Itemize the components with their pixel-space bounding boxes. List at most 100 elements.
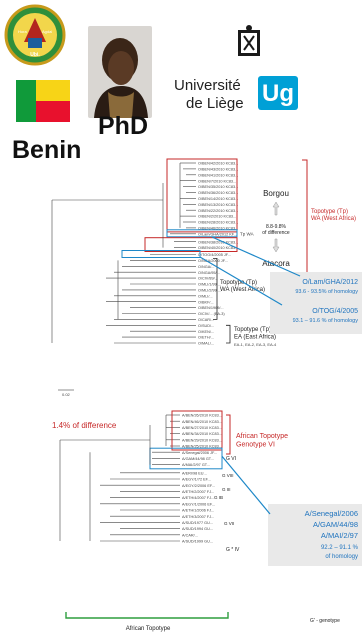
- seal-left-word: Hora: [18, 29, 27, 34]
- tree2-callout-line2: A/GAM/44/98: [313, 520, 358, 529]
- tree1-wa-left-bracket: [213, 258, 218, 320]
- tree1-leaf-rest: O/MLI/1/99 ...: [198, 283, 221, 287]
- tree2-leaf-rest: A/ERI/98 EU...: [182, 471, 207, 475]
- university-monogram: Ug: [262, 80, 294, 107]
- tree1-leaf-top: O/BEN/2/2010 KC83...: [198, 215, 236, 219]
- tree2-leaf-top: A/BEN/29/2010 KC83...: [182, 438, 222, 442]
- tree1-callout-line3: O/TOG/4/2005: [312, 308, 358, 315]
- university-seal-logo: Ubi. Hora Agdal: [4, 4, 66, 66]
- tree1-ea-sub: EA-1, EA-2, EA-3, EA-4: [234, 342, 277, 347]
- tree1-leaf-top: O/BEN/41/2010 KC83...: [198, 173, 238, 177]
- tree1-leaf-rest: O/BEN/1969/...: [198, 306, 224, 310]
- tree1-leaf-rest: O/NGA/95/...: [198, 271, 220, 275]
- tree1-down-arrow: [272, 238, 280, 253]
- tree2-leaf-top: A/BEN/46/2010 KC83...: [182, 420, 222, 424]
- tree1-leaf-top: O/BEN/35/2010 KC83...: [198, 185, 238, 189]
- tree1-callout-line4: 93.1 – 91.6 % of homology: [293, 318, 359, 324]
- tree1-callout-pointer-1: [211, 236, 301, 277]
- tree1-ghana-box: [166, 229, 238, 238]
- tree1-leaf-atacora: O/BEN/38/2010 KC83...: [198, 240, 238, 244]
- tree2-g-vi: G VI: [226, 456, 236, 462]
- tree2-leaf-rest: A/ETH/1/2006 FJ...: [182, 509, 214, 513]
- tree1-topotype-ea-label: Topotype (Tp)EA (East Africa): [234, 327, 276, 340]
- tree1-leaf-rest: O/BKF/...: [198, 300, 214, 304]
- tree2-callout-pointer: [221, 455, 271, 515]
- tree2-leaf-top: A/BEN/25/2010 KC83...: [182, 445, 222, 449]
- tree1-leaf-rest: O/CAR/...: [198, 318, 214, 322]
- tree2-g-iv: G * IV: [226, 547, 240, 553]
- tree-lineage-ii: O/BEN/42/2010 KC83... O/BEN/43/2010 KC83.…: [51, 158, 362, 397]
- tree2-callout-line1: A/Senegal/2006: [305, 509, 358, 518]
- tree1-leaf-atacora: O/BEN/40/2010 KC83...: [198, 246, 238, 250]
- tree1-leaf-rest: O/NGA/2000 JF...: [198, 259, 228, 263]
- tree2-leaf-senegal: A/Senegal/2006 JF...: [182, 451, 217, 455]
- tree1-leaf-rest: O/CIV/89/...: [198, 277, 218, 281]
- tree1-atacora-box: [144, 237, 238, 252]
- tree2-leaf-rest: A/ETH/4/2007 FJ...: [182, 496, 214, 500]
- tree1-leaf-top: O/BEN/7/2010 KC83...: [198, 179, 236, 183]
- tree2-leaf-top: A/BEN/34/2010 KC83...: [182, 432, 222, 436]
- tree1-leaf-rest: O/MAL/...: [198, 342, 214, 346]
- tree2-leaf-rest: A/EGY/2/2006 EF...: [182, 484, 215, 488]
- tree1-borgou-box: [166, 158, 238, 233]
- tree2-bottom-label: African Topotype: [126, 626, 171, 632]
- tree2-g-viii: G VIII: [222, 473, 234, 478]
- tree2-genotype-note: G' - genotype: [310, 618, 340, 624]
- benin-flag: [16, 80, 70, 122]
- tree2-callout-box: [268, 504, 362, 566]
- university-name-line2: de Liège: [186, 95, 244, 112]
- tree1-callout-line1: O/Lam/GHA/2012: [302, 279, 358, 286]
- tree1-difference-label: 8.8-9.8%of difference: [262, 224, 290, 236]
- tree1-leaf-rest: O/CIV/... (EA-3): [198, 312, 225, 316]
- tree2-leaf-senegal: A/MAI/2/97 GT...: [182, 463, 210, 467]
- tree1-togo-box: [121, 250, 201, 258]
- tree2-g-ib: G IB: [214, 495, 223, 500]
- tree2-leaf-top: A/BEN/27/2010 KC83...: [182, 426, 222, 430]
- tree1-callout-pointer-2: [199, 256, 283, 306]
- tree1-callout-line2: 93.6 - 93.5% of homology: [295, 289, 358, 295]
- tree2-leaf-senegal: A/GAM/44/98 GT...: [182, 457, 214, 461]
- tree1-leaf-top: O/BEN/46/2010 KC83...: [198, 227, 238, 231]
- tree2-leaf-rest: A/ETH/2/2007 FJ...: [182, 490, 214, 494]
- tree1-leaf-top: O/BEN/28/2010 KC83...: [198, 221, 238, 225]
- tree1-wa-red-bracket: [302, 159, 308, 277]
- seal-motto: Ubi.: [30, 52, 40, 58]
- tree2-leaf-top: A/BEN/26/2010 KC83...: [182, 414, 222, 418]
- tree1-leaf-top: O/BEN/43/2010 KC83...: [198, 168, 238, 172]
- tree1-leaf-rest: O/MLI/...: [198, 294, 213, 298]
- tree2-leaf-rest: A/SUD/1999 GU...: [182, 540, 213, 544]
- seal-right-word: Agdal: [42, 29, 52, 34]
- tree1-ea-bracket: [226, 324, 231, 344]
- tree2-g-iii: G III: [222, 487, 231, 492]
- tree1-borgou-label: Borgou: [263, 189, 289, 198]
- tree2-african-topotype-bracket: [65, 612, 229, 619]
- tree1-leaf-rest: O/MLI/2/99 ...: [198, 289, 221, 293]
- tree1-tp-wa-short: Tp WA: [240, 231, 254, 236]
- tree2-callout-line4: 92.2 – 91.1 %: [321, 545, 359, 551]
- tree2-leaf-rest: A/EGY/1/72 EF...: [182, 478, 211, 482]
- tree1-leaf-top: O/BEN/42/2010 KC83...: [198, 162, 238, 166]
- degree-label: PhD: [98, 112, 148, 140]
- tree1-callout-box: [270, 272, 362, 334]
- tree1-leaf-top: O/BEN/36/2010 KC83...: [198, 191, 238, 195]
- tree2-difference-label: 1.4% of difference: [52, 421, 117, 430]
- tree1-leaf-top: O/BEN/14/2010 KC83...: [198, 197, 238, 201]
- tree2-leaf-rest: A/SUD/1994 GU...: [182, 527, 213, 531]
- tree2-callout-line5: of homology: [325, 554, 358, 560]
- tree2-callout-line3: A/MAI/2/97: [321, 531, 358, 540]
- tree1-topotype-wa-label: Topotype (Tp)WA (West Africa): [311, 209, 356, 222]
- tree1-leaf-rest: O/KEN/...: [198, 330, 214, 334]
- tree2-red-bracket: [226, 414, 231, 455]
- tree1-leaf-top: O/BEN/13/2010 KC83...: [198, 203, 238, 207]
- tree2-benin-box: [171, 410, 223, 451]
- tree2-leaf-rest: A/SUD/1977 GU...: [182, 521, 213, 525]
- tree1-leaf-top: O/BEN/22/2010 KC83...: [198, 209, 238, 213]
- tree1-leaf-rest: O/ETH/...: [198, 336, 214, 340]
- tree2-leaf-rest: A/CAR/...: [182, 533, 198, 537]
- university-name-line1: Université: [174, 77, 241, 94]
- tree1-leaf-ghana: O/Lam/GHA/2012 KF...: [198, 232, 237, 236]
- tree-lineage-i: A/BEN/26/2010 KC83... A/BEN/46/2010 KC83.…: [52, 410, 362, 632]
- tree1-leaf-rest: O/SUD/...: [198, 324, 214, 328]
- uliege-emblem: Université de Liège Ug: [174, 25, 298, 112]
